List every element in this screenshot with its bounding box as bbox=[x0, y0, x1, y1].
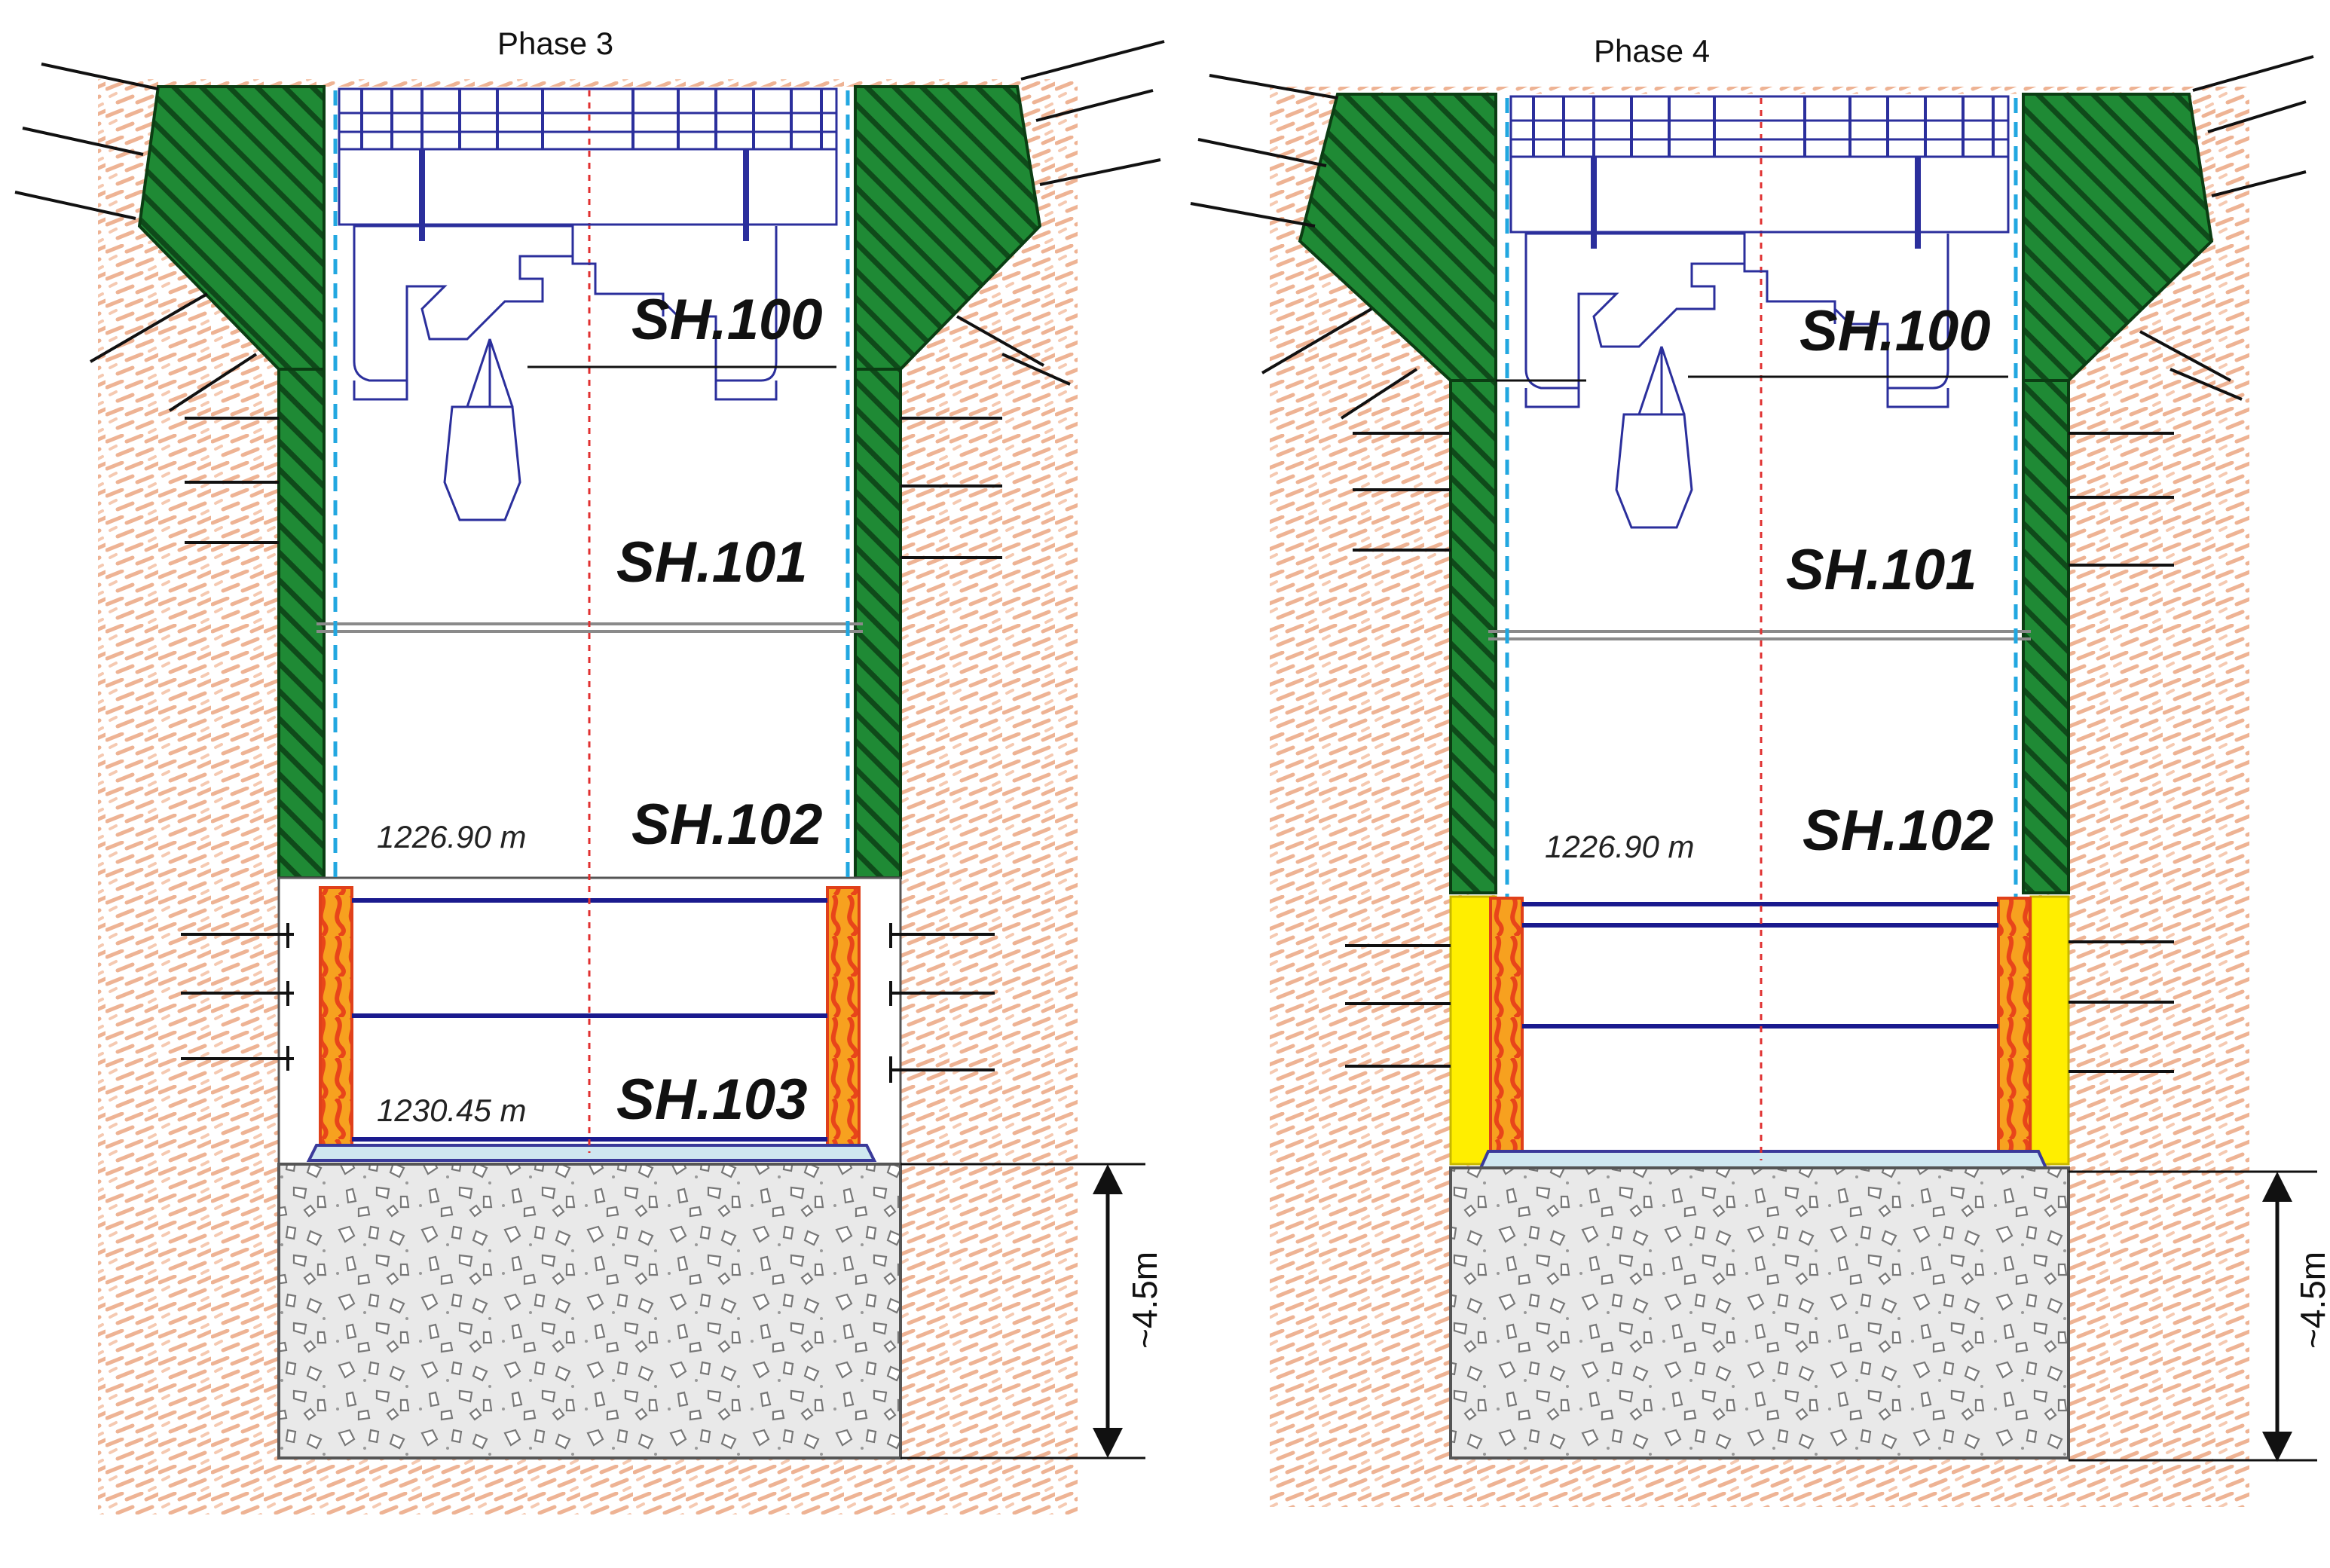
base-slab bbox=[1478, 1150, 2049, 1169]
timber-lagging-right bbox=[826, 886, 861, 1149]
phase-3-elevation-upper: 1226.90 m bbox=[377, 819, 526, 854]
timber-lagging-right bbox=[1997, 897, 2032, 1156]
phase-3-title: Phase 3 bbox=[497, 26, 613, 61]
phase-4-sh101-label: SH.101 bbox=[1786, 538, 1977, 602]
sh103-bench bbox=[1496, 897, 2031, 1164]
phase-4-depth-label: ~4.5m bbox=[2293, 1252, 2330, 1349]
phase-4-title: Phase 4 bbox=[1594, 33, 1710, 69]
timber-lagging-left bbox=[1489, 897, 1524, 1156]
depth-dimension bbox=[2069, 1170, 2317, 1462]
phase-4-elevation-upper: 1226.90 m bbox=[1545, 829, 1694, 864]
base-slab bbox=[306, 1144, 877, 1162]
phase-3-sh101-label: SH.101 bbox=[616, 530, 808, 594]
collar-lining-right bbox=[2022, 93, 2214, 382]
phase-3-depth-label: ~4.5m bbox=[1125, 1252, 1164, 1349]
depth-dimension bbox=[901, 1163, 1145, 1459]
phase-4-sh102-label: SH.102 bbox=[1803, 799, 1994, 863]
ground-anchors bbox=[1190, 55, 2314, 1073]
yellow-lining-left bbox=[1449, 895, 1497, 1166]
ground-anchors bbox=[14, 40, 1165, 1083]
shaft-lining-right bbox=[2022, 379, 2070, 894]
panel-phase-4 bbox=[1190, 55, 2317, 1507]
yellow-lining-right bbox=[2029, 895, 2070, 1166]
shaft-lining-left bbox=[1449, 379, 1497, 894]
ring-joint bbox=[1488, 630, 2031, 640]
phase-3-sh103-label: SH.103 bbox=[616, 1068, 808, 1132]
timber-lagging-left bbox=[319, 886, 353, 1149]
rubble-fill bbox=[1449, 1166, 2070, 1459]
crane-icon bbox=[338, 87, 838, 521]
collar-lining-right bbox=[854, 85, 1042, 371]
phase-3-elevation-lower: 1230.45 m bbox=[377, 1093, 526, 1128]
phase-3-sh100-label: SH.100 bbox=[631, 288, 823, 352]
phase-4-sh100-label: SH.100 bbox=[1799, 299, 1991, 363]
crane-icon bbox=[1496, 95, 2010, 529]
phase-3-sh102-label: SH.102 bbox=[631, 793, 823, 857]
panel-phase-3 bbox=[14, 40, 1165, 1515]
rubble-fill bbox=[277, 1163, 902, 1459]
